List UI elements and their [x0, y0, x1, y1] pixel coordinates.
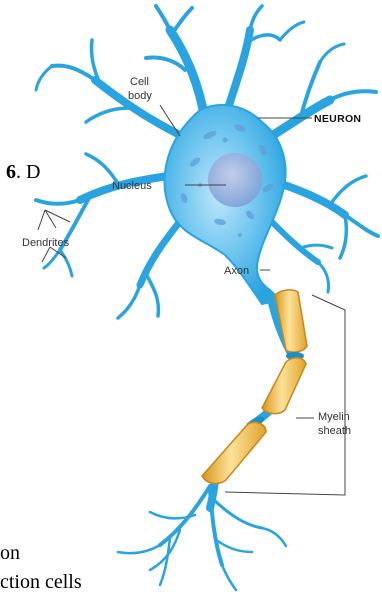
question-number: 6 — [6, 161, 16, 183]
answer-option: D — [26, 161, 40, 183]
nucleus — [208, 153, 262, 207]
dendrites-label: Dendrites — [22, 237, 70, 249]
nucleus-label: Nucleus — [112, 180, 152, 192]
bottom-text-line2: ction cells — [0, 571, 82, 592]
axon-label: Axon — [224, 265, 249, 277]
cell-body-label-line1: Cell — [130, 76, 149, 88]
question-separator: . — [16, 161, 26, 183]
axon-terminals — [118, 486, 286, 590]
question-label: 6. D — [6, 161, 40, 183]
bottom-text-line1: on — [0, 542, 20, 564]
neuron-label: NEURON — [314, 113, 361, 125]
cell-body-label-line2: body — [128, 90, 152, 102]
myelin-label-line1: Myelin — [318, 411, 350, 423]
myelin-label-line2: sheath — [318, 425, 351, 437]
myelin-sheath-segments — [202, 290, 307, 484]
